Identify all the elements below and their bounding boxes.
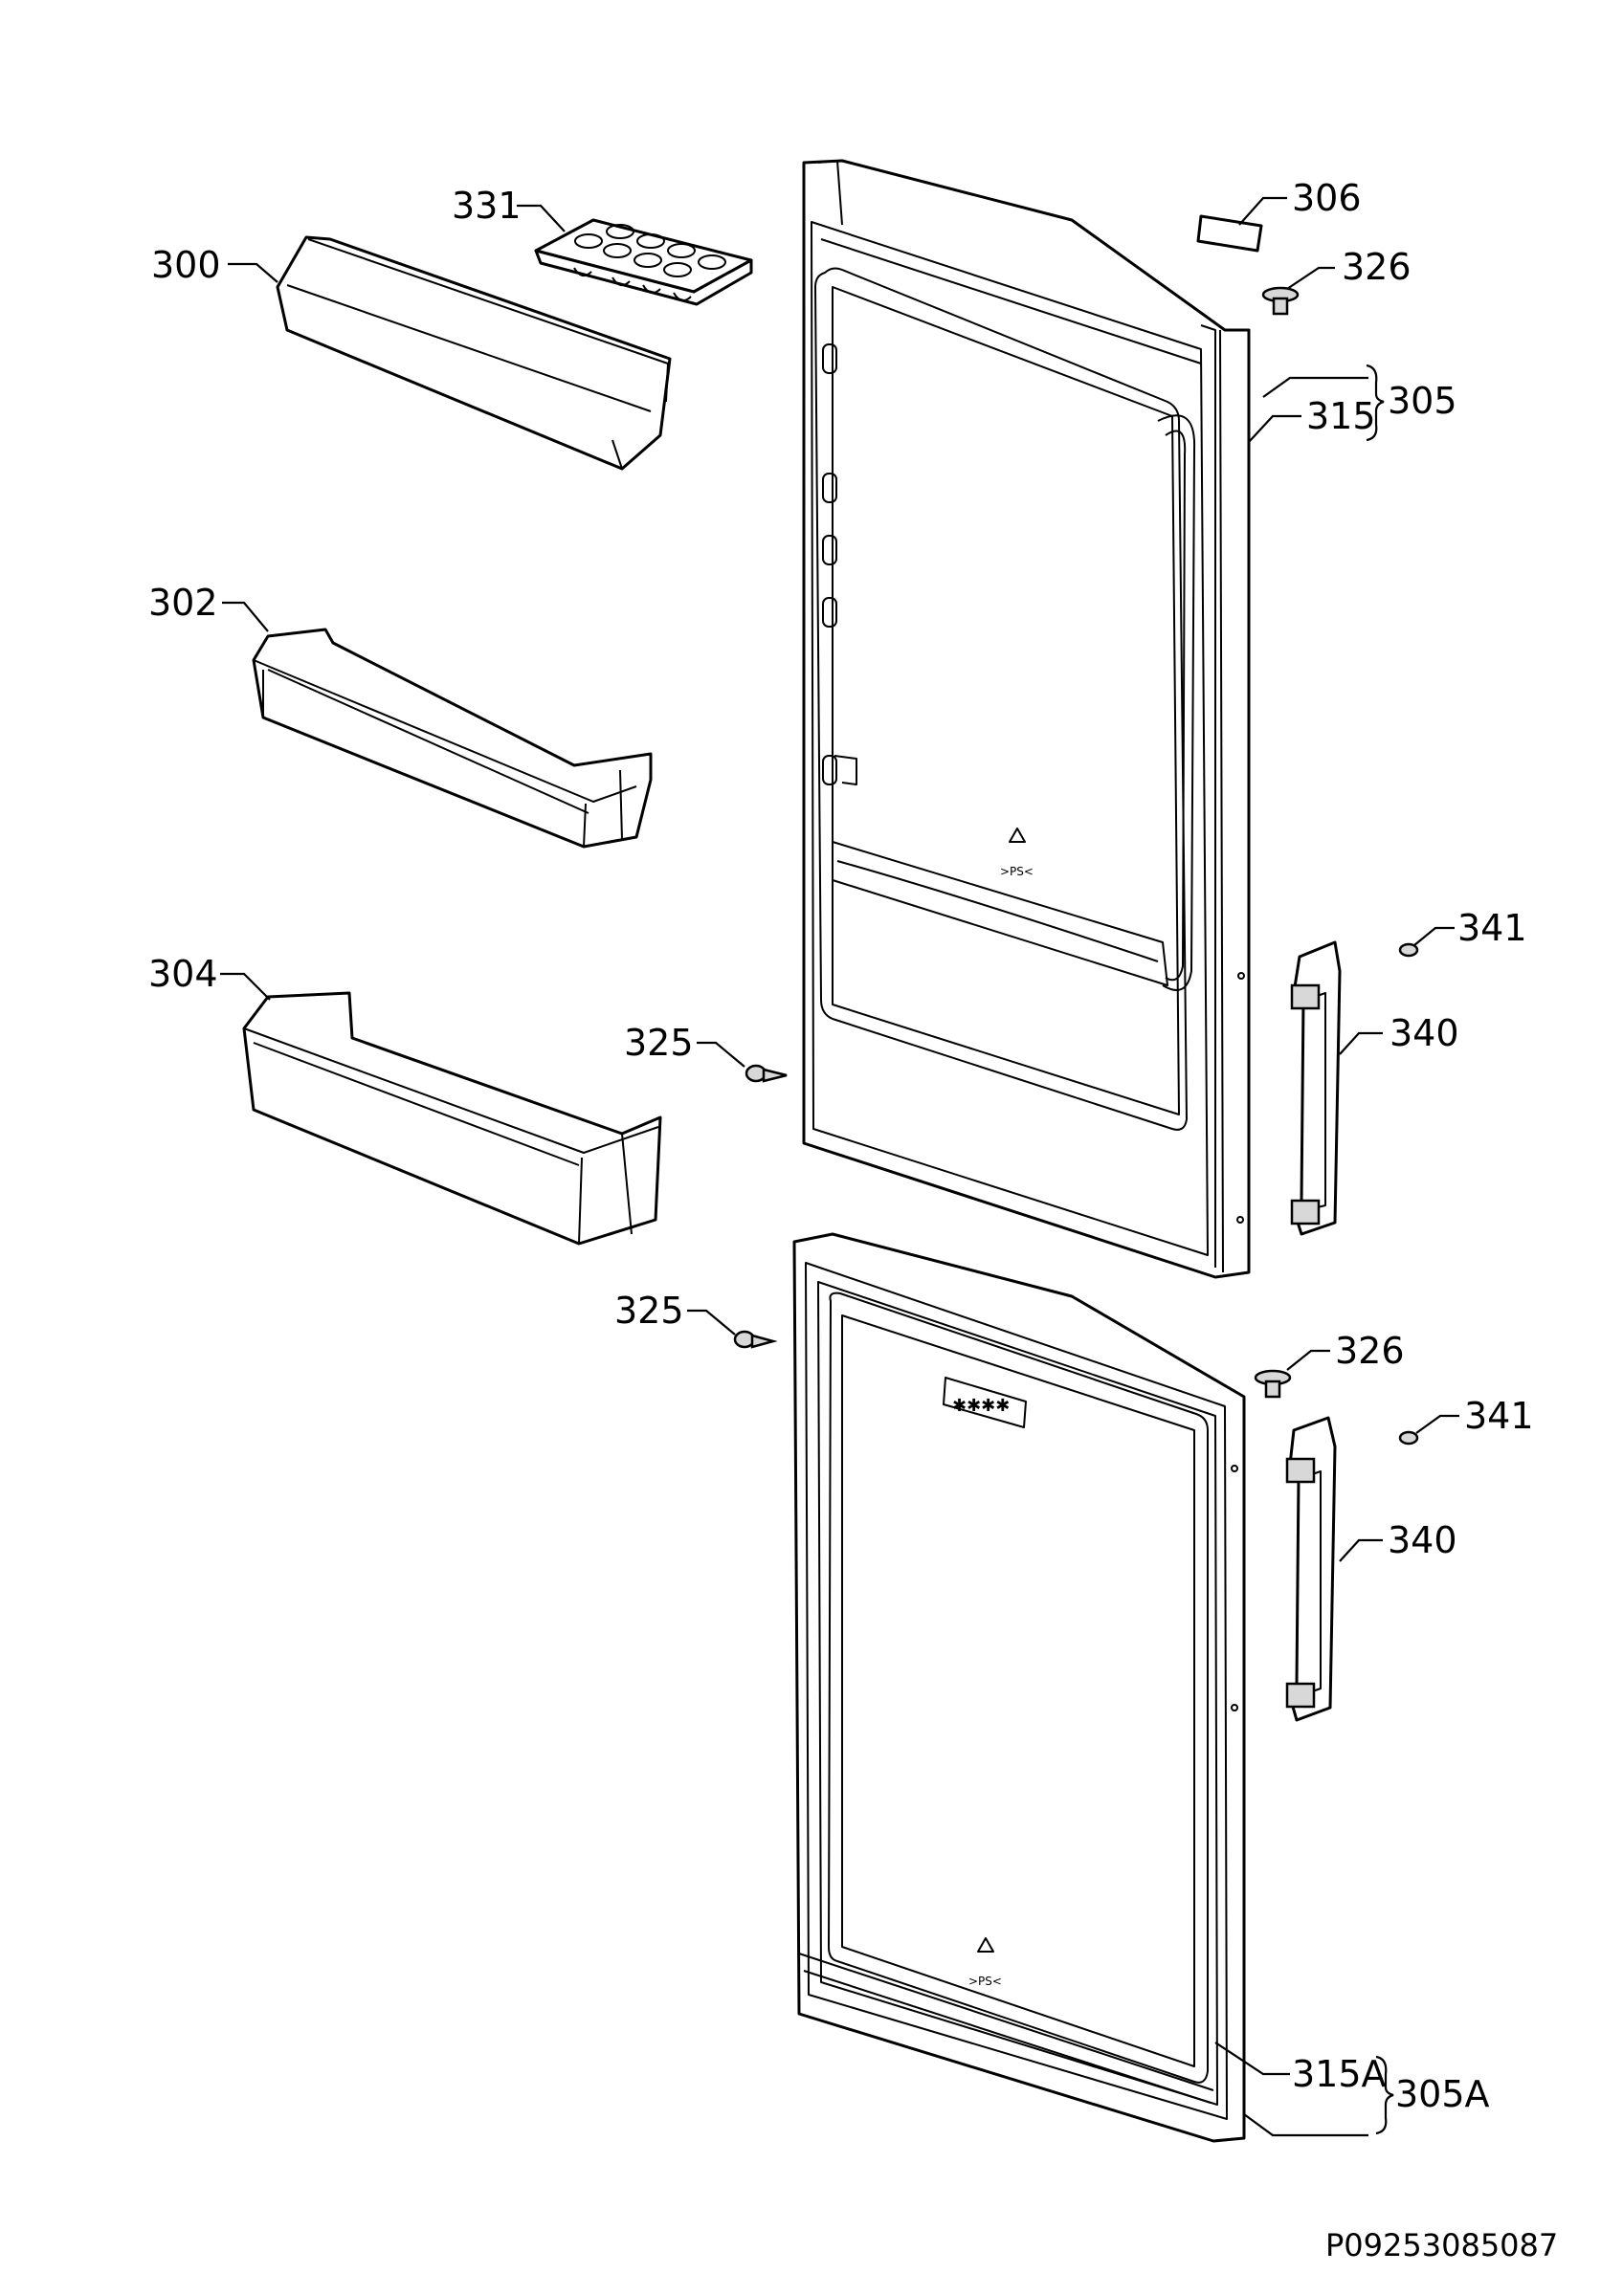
svg-text:>PS<: >PS<	[1000, 865, 1034, 878]
part-labels: 300 331 306 326 315 305 302 304 325 341 …	[148, 177, 1534, 2115]
part-304-bottle-shelf	[242, 991, 662, 1246]
brace-305	[1366, 364, 1385, 442]
part-341-handle-cap-lower	[1398, 1430, 1419, 1446]
part-326-hinge-bush-upper	[1261, 286, 1300, 316]
part-340-handle-lower	[1285, 1416, 1337, 1722]
label-326-upper: 326	[1342, 246, 1412, 288]
label-304: 304	[148, 953, 218, 995]
svg-text:✱✱✱✱: ✱✱✱✱	[952, 1396, 1010, 1416]
label-331: 331	[452, 185, 522, 227]
part-305-upper-door: >PS<	[802, 159, 1251, 1279]
label-315: 315	[1306, 395, 1376, 437]
part-341-handle-cap-upper	[1398, 942, 1419, 958]
part-326-hinge-bush-lower	[1254, 1369, 1292, 1399]
drawing-code: P09253085087	[1325, 2227, 1558, 2263]
part-331-egg-tray	[534, 218, 753, 306]
label-325-upper: 325	[624, 1022, 694, 1064]
part-325-screw-lower	[733, 1330, 778, 1349]
label-306: 306	[1292, 177, 1362, 219]
part-340-handle-upper	[1290, 940, 1342, 1236]
label-340-upper: 340	[1390, 1012, 1459, 1054]
part-300-dairy-compartment	[276, 235, 672, 471]
brace-305A	[1375, 2055, 1394, 2135]
label-305: 305	[1388, 380, 1457, 422]
label-300: 300	[151, 244, 221, 286]
label-305A: 305A	[1395, 2073, 1490, 2115]
part-325-screw-upper	[745, 1064, 788, 1083]
svg-text:>PS<: >PS<	[968, 1975, 1002, 1988]
label-340-lower: 340	[1388, 1519, 1457, 1561]
label-315A: 315A	[1292, 2053, 1387, 2095]
label-326-lower: 326	[1335, 1330, 1405, 1372]
label-341-lower: 341	[1464, 1395, 1534, 1437]
part-306-label	[1196, 214, 1263, 253]
part-305A-lower-door: ✱✱✱✱ >PS<	[792, 1232, 1246, 2143]
label-302: 302	[148, 582, 218, 624]
leader-lines	[220, 196, 1459, 2137]
label-325-lower: 325	[614, 1290, 684, 1332]
label-341-upper: 341	[1457, 907, 1527, 949]
part-302-door-shelf	[252, 628, 653, 849]
